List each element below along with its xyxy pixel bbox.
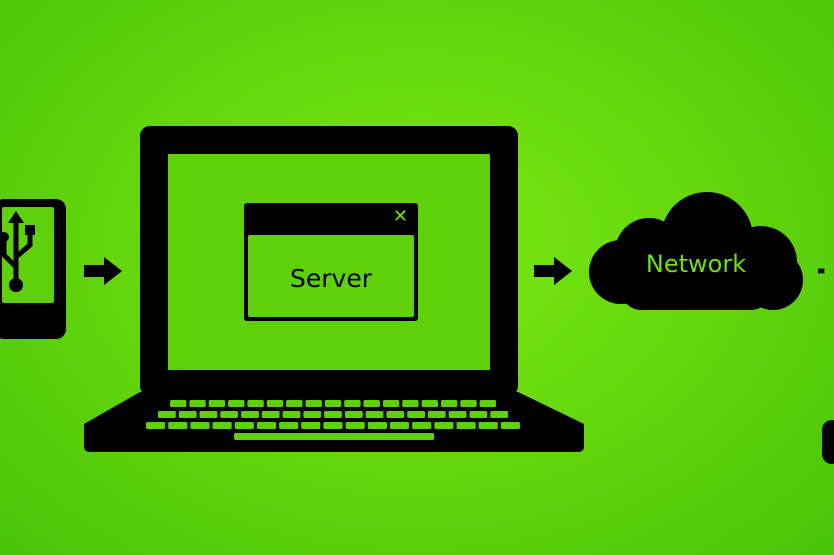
keyboard-key xyxy=(189,400,206,407)
keyboard-key xyxy=(301,422,321,429)
keyboard-key xyxy=(282,411,301,418)
keyboard-key xyxy=(234,422,254,429)
keyboard-key xyxy=(212,422,232,429)
server-label: Server xyxy=(290,263,372,293)
keyboard-key xyxy=(158,411,176,418)
keyboard-key xyxy=(412,422,432,429)
keyboard-key xyxy=(146,422,166,429)
usb-device-icon xyxy=(0,199,66,339)
keyboard-key xyxy=(220,411,239,418)
keyboard-key xyxy=(440,400,458,407)
keyboard-key xyxy=(386,411,405,418)
keyboard-key xyxy=(427,411,446,418)
keyboard-key xyxy=(178,411,197,418)
keyboard-key xyxy=(344,411,363,418)
keyboard-key xyxy=(365,411,384,418)
keyboard-key xyxy=(389,422,410,429)
keyboard-key xyxy=(190,422,210,429)
window-body: Server xyxy=(248,235,414,317)
keyboard-key xyxy=(345,422,365,429)
keyboard-key xyxy=(303,411,322,418)
keyboard-key xyxy=(490,411,508,418)
keyboard-key xyxy=(324,411,342,418)
keyboard-key xyxy=(286,400,303,407)
spacebar-key xyxy=(234,433,434,440)
keyboard-key xyxy=(344,400,361,407)
keyboard-key xyxy=(324,400,342,407)
cloud-icon xyxy=(589,192,803,310)
keyboard-key xyxy=(241,411,259,418)
keyboard-key xyxy=(479,400,496,407)
keyboard-key xyxy=(199,411,218,418)
partial-device-icon xyxy=(822,420,834,464)
keyboard-key xyxy=(323,422,343,429)
keyboard-key xyxy=(460,400,477,407)
keyboard-key xyxy=(402,400,419,407)
keyboard-key xyxy=(500,422,520,429)
keyboard-key xyxy=(208,400,226,407)
keyboard-key xyxy=(279,422,299,429)
right-arrow-icon xyxy=(84,257,122,285)
keyboard-key xyxy=(228,400,245,407)
keyboard-key xyxy=(478,422,498,429)
right-arrow-icon xyxy=(534,257,572,285)
keyboard-key xyxy=(421,400,438,407)
keyboard-key xyxy=(448,411,467,418)
keyboard-key xyxy=(363,400,380,407)
keyboard-key xyxy=(256,422,277,429)
keyboard-key xyxy=(247,400,264,407)
keyboard-key xyxy=(305,400,322,407)
window-titlebar: ✕ xyxy=(244,203,418,233)
right-arrow-icon xyxy=(818,268,825,274)
keyboard-key xyxy=(261,411,280,418)
keyboard-key xyxy=(456,422,476,429)
keyboard-key xyxy=(170,400,187,407)
keyboard-key xyxy=(434,422,454,429)
network-label: Network xyxy=(645,250,747,278)
keyboard-key xyxy=(168,422,188,429)
close-icon: ✕ xyxy=(392,206,408,227)
keyboard-key xyxy=(469,411,488,418)
keyboard-key xyxy=(407,411,425,418)
server-window: ✕ Server xyxy=(244,203,418,321)
keyboard-key xyxy=(382,400,400,407)
keyboard-key xyxy=(367,422,387,429)
keyboard-key xyxy=(266,400,284,407)
